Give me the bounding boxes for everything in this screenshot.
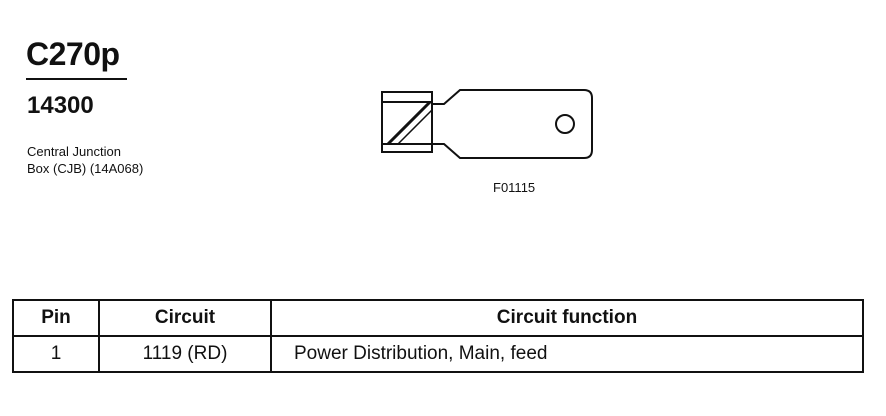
pin-table-header: Pin Circuit Circuit function [12,299,864,337]
terminal-blade [432,89,593,159]
housing-diagonal-2 [397,109,433,145]
part-number: 14300 [27,92,94,119]
cell-circuit: 1119 (RD) [98,335,272,373]
terminal-housing [381,91,433,153]
cell-circuit-function: Power Distribution, Main, feed [270,335,864,373]
table-row: 1 1119 (RD) Power Distribution, Main, fe… [12,335,864,373]
title-underline [26,78,127,80]
header-circuit: Circuit [98,299,272,337]
description-line-1: Central Junction [27,144,121,159]
connector-description: Central Junction Box (CJB) (14A068) [27,143,143,177]
figure-code: F01115 [493,180,536,195]
cell-pin: 1 [12,335,100,373]
connector-id: C270p [26,36,120,72]
header-circuit-function: Circuit function [270,299,864,337]
housing-diagonal-1 [386,100,432,146]
header-pin: Pin [12,299,100,337]
terminal-hole [555,114,575,134]
connector-terminal-drawing [381,89,593,159]
description-line-2: Box (CJB) (14A068) [27,161,144,176]
pin-table: Pin Circuit Circuit function 1 1119 (RD)… [12,299,864,373]
